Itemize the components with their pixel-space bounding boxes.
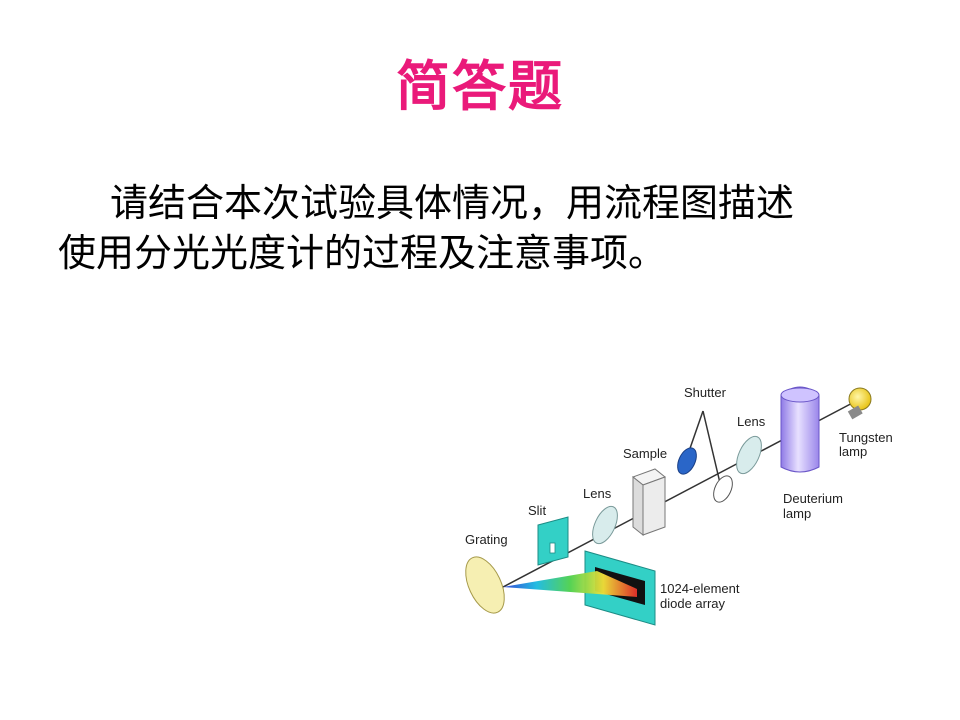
label-sample: Sample (623, 446, 667, 461)
label-slit: Slit (528, 503, 546, 518)
label-lens-bottom: Lens (583, 486, 612, 501)
spectrophotometer-diagram: Shutter Lens Tungsten lamp Sample Deuter… (465, 385, 893, 626)
label-array-1: 1024-element (660, 581, 740, 596)
label-array-2: diode array (660, 596, 726, 611)
label-tungsten-1: Tungsten (839, 430, 893, 445)
spectrum-fan (503, 571, 637, 597)
deuterium-lamp-icon (780, 386, 820, 473)
label-deuterium-1: Deuterium (783, 491, 843, 506)
slide-title: 简答题 (396, 55, 564, 118)
sample-cuvette-icon (631, 468, 667, 537)
question-line-2: 使用分光光度计的过程及注意事项。 (58, 231, 667, 275)
question-line-1: 请结合本次试验具体情况，用流程图描述 (110, 181, 795, 225)
label-deuterium-2: lamp (783, 506, 811, 521)
shutter-icon (677, 410, 733, 503)
lens-top-icon (736, 435, 762, 475)
question-text: 请结合本次试验具体情况，用流程图描述 使用分光光度计的过程及注意事项。 (58, 178, 888, 278)
grating-icon (465, 556, 505, 614)
label-tungsten-2: lamp (839, 444, 867, 459)
label-shutter: Shutter (684, 385, 727, 400)
lens-bottom-icon (592, 505, 618, 545)
label-grating: Grating (465, 532, 508, 547)
label-lens-top: Lens (737, 414, 766, 429)
tungsten-lamp-icon (847, 387, 872, 420)
slit-icon (537, 516, 569, 566)
